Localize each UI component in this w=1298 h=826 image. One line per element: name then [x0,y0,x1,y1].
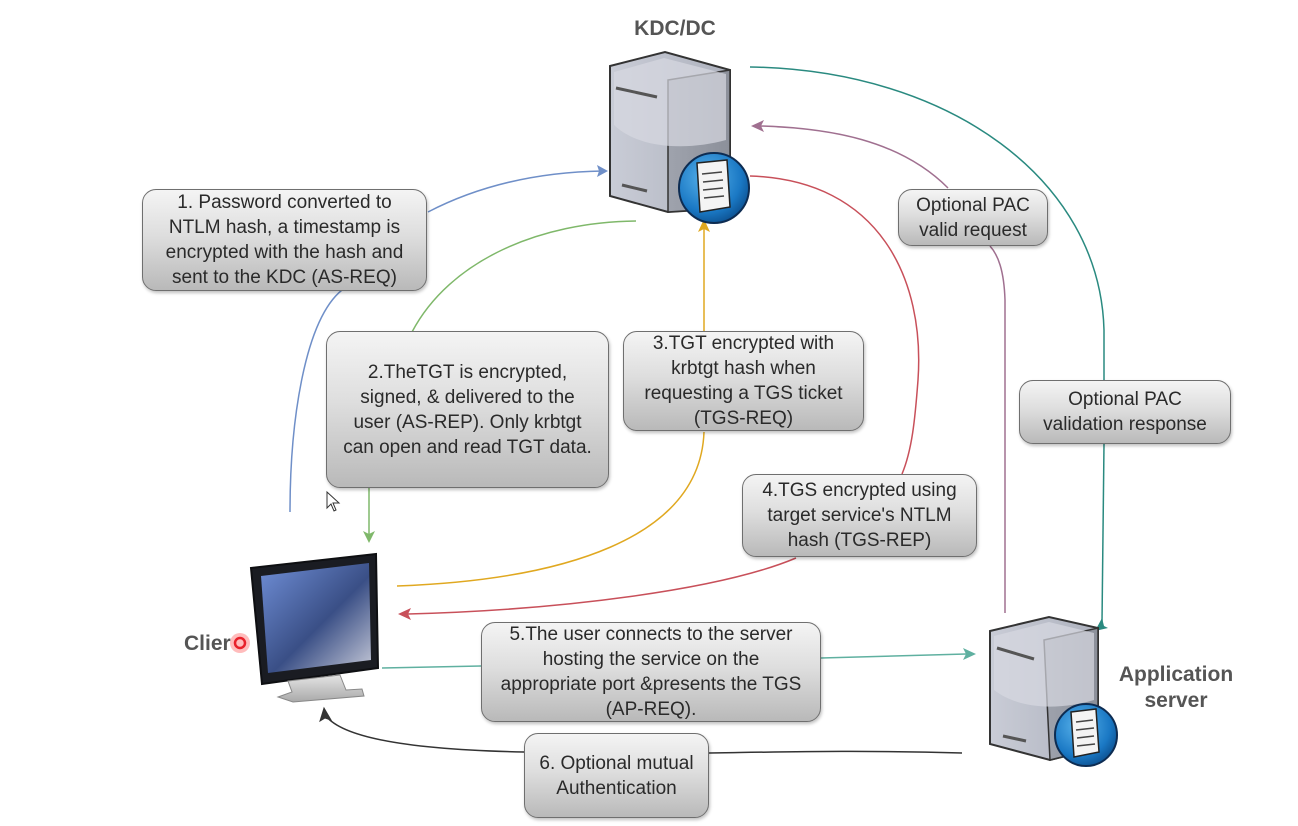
arrowhead-step1 [597,165,608,177]
arrowhead-step3 [698,219,710,232]
arrowhead-step2 [363,531,375,543]
arrow-step3 [396,431,705,587]
pac-response-box: Optional PAC validation response [1019,380,1231,444]
step-6-box: 6. Optional mutual Authentication [524,733,709,818]
step-6-text: 6. Optional mutual Authentication [539,752,694,799]
arrow-step4-lower [407,557,797,615]
step-4-text: 4.TGS encrypted using target service's N… [762,480,957,551]
step-2-box: 2.TheTGT is encrypted, signed, & deliver… [326,331,609,488]
step-3-box: 3.TGT encrypted with krbtgt hash when re… [623,331,864,431]
arrow-pac-response-lower [1101,443,1105,623]
kdc-label: KDC/DC [634,17,716,40]
step-5-box: 5.The user connects to the server hostin… [481,622,821,722]
arrowhead-pac-request [751,120,764,132]
arrowhead-step5 [963,648,976,660]
arrow-step5 [381,665,482,669]
step-3-text: 3.TGT encrypted with krbtgt hash when re… [644,333,843,429]
app-server-label: Application server [1118,663,1234,712]
arrow-step5-right [820,653,967,659]
arrow-step1 [289,289,343,513]
step-2-text: 2.TheTGT is encrypted, signed, & deliver… [343,361,592,458]
arrowhead-step6 [319,706,333,723]
step-1-text: 1. Password converted to NTLM hash, a ti… [165,192,404,288]
arrow-step2 [411,220,637,333]
app-server-icon [989,615,1118,767]
pac-response-text: Optional PAC validation response [1043,389,1207,435]
document-globe-icon [678,152,750,224]
click-marker [230,633,250,653]
pac-request-box: Optional PAC valid request [898,189,1048,246]
arrow-step6 [708,750,963,754]
step-1-box: 1. Password converted to NTLM hash, a ti… [142,189,427,291]
client-monitor-icon [249,552,380,703]
pac-request-text: Optional PAC valid request [916,194,1030,241]
arrow-pac-request-upper [759,125,949,189]
kdc-server-icon [609,50,750,224]
step-5-text: 5.The user connects to the server hostin… [500,624,802,720]
arrow-pac-request [989,245,1006,613]
arrow-pac-response [749,66,1105,380]
connectors [289,66,1108,754]
arrow-step4 [749,175,920,475]
document-globe-icon [1054,703,1118,767]
arrow-step6-left [325,715,525,753]
client-label: Clier [184,632,231,655]
arrow-step1-upper [427,170,604,213]
mouse-cursor-icon [326,490,341,512]
step-4-box: 4.TGS encrypted using target service's N… [742,474,977,557]
arrowhead-step4 [398,608,411,620]
